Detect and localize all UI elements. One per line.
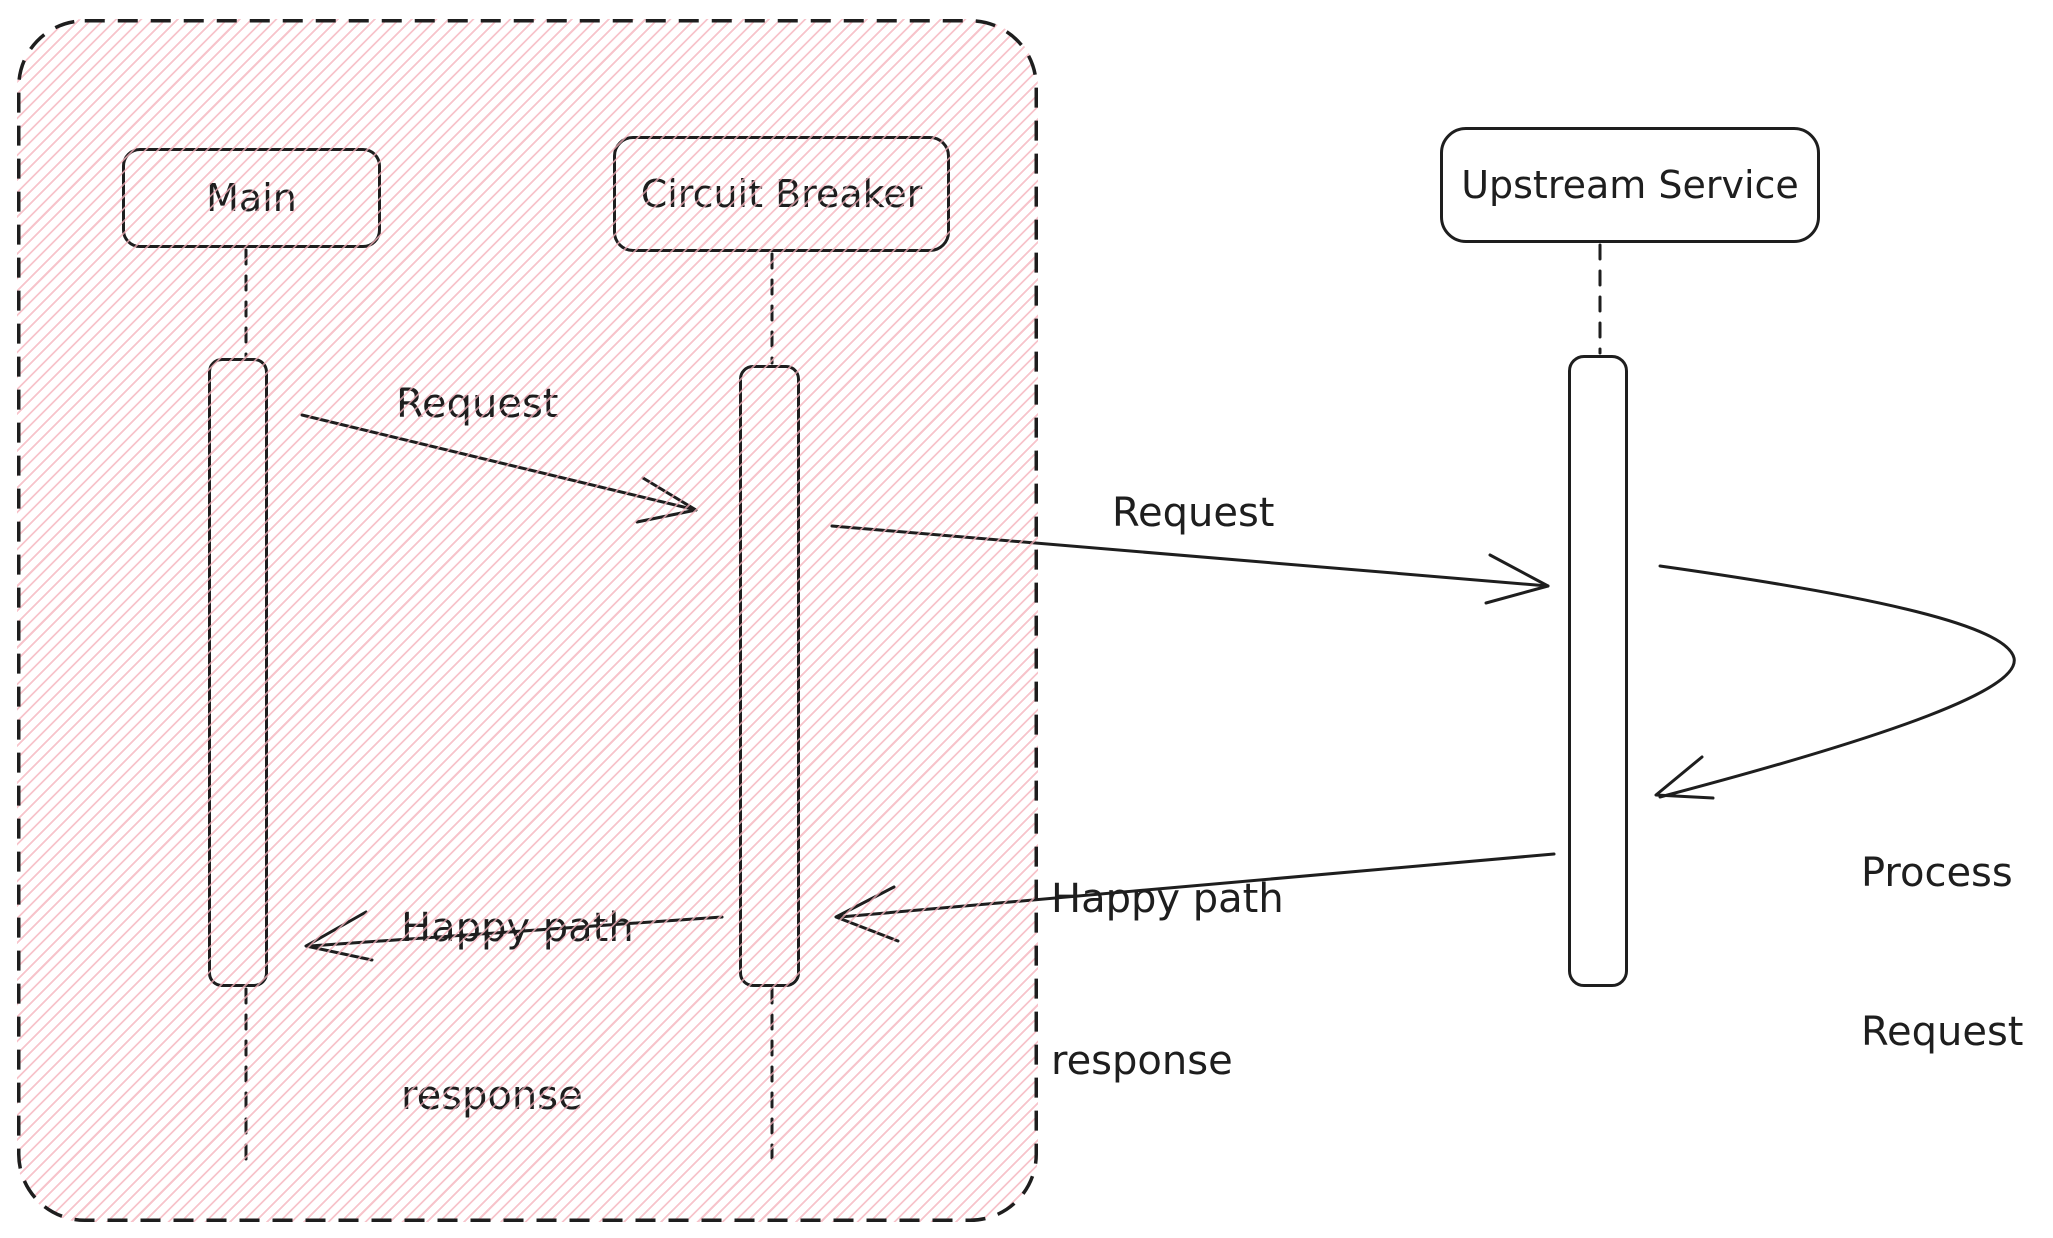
arrowhead-process-request-self-loop (1654, 755, 1715, 800)
activation-bar-upstream (1568, 355, 1628, 987)
message-label-happy-path-right: Happy path response (1051, 764, 1284, 1196)
message-label-happy-path-right-line1: Happy path (1051, 876, 1284, 922)
message-label-process-request-line2: Request (1861, 1009, 2024, 1055)
message-label-process-request-line1: Process (1861, 850, 2013, 896)
actor-box-upstream-service: Upstream Service (1440, 127, 1820, 243)
group-hachure-overlay (17, 19, 1038, 1222)
actor-label-upstream-service: Upstream Service (1461, 163, 1799, 207)
message-label-request-2: Request (1112, 490, 1275, 536)
message-label-process-request: Process Request (1861, 741, 2023, 1165)
message-label-happy-path-right-line2: response (1051, 1038, 1233, 1084)
arrowhead-request-cb-to-upstream (1484, 553, 1550, 605)
